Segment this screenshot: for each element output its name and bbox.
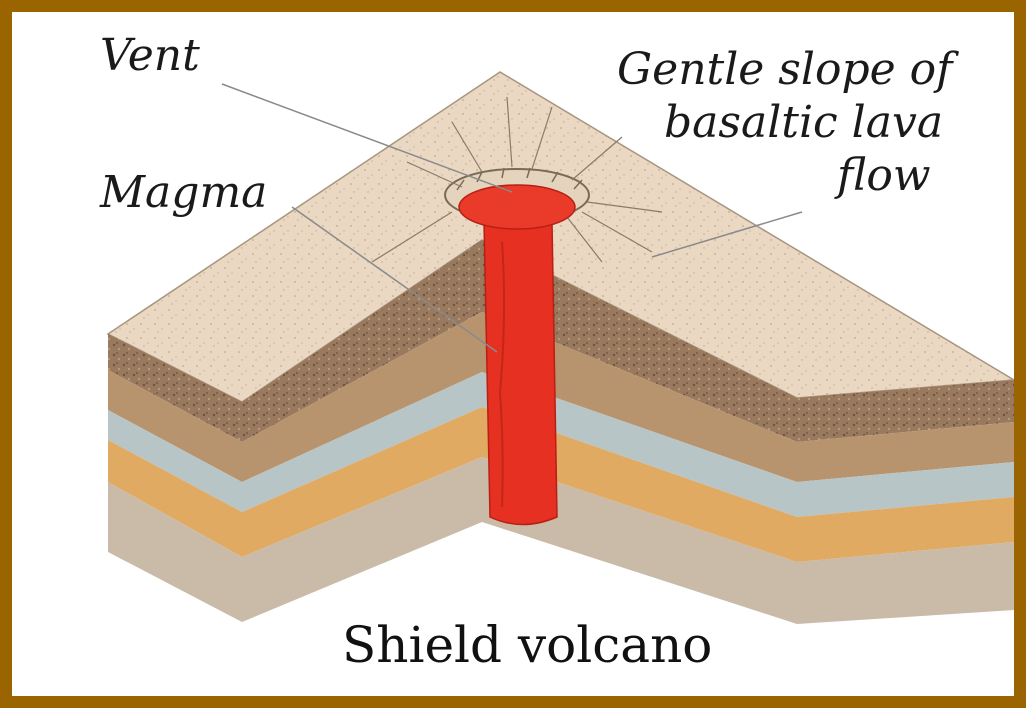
diagram-caption: Shield volcano bbox=[342, 616, 712, 674]
magma-top bbox=[459, 185, 575, 229]
slope-label-line3: flow bbox=[834, 150, 931, 201]
diagram-frame: Vent Magma Gentle slope of basaltic lava… bbox=[12, 12, 1014, 696]
magma-conduit bbox=[484, 222, 557, 525]
right-cross-section bbox=[797, 380, 1014, 624]
slope-label-line1: Gentle slope of bbox=[617, 44, 959, 95]
shield-volcano-diagram: Vent Magma Gentle slope of basaltic lava… bbox=[12, 12, 1014, 696]
vent-label: Vent bbox=[100, 30, 200, 81]
magma-label: Magma bbox=[99, 167, 267, 218]
slope-label-line2: basaltic lava bbox=[664, 97, 943, 148]
